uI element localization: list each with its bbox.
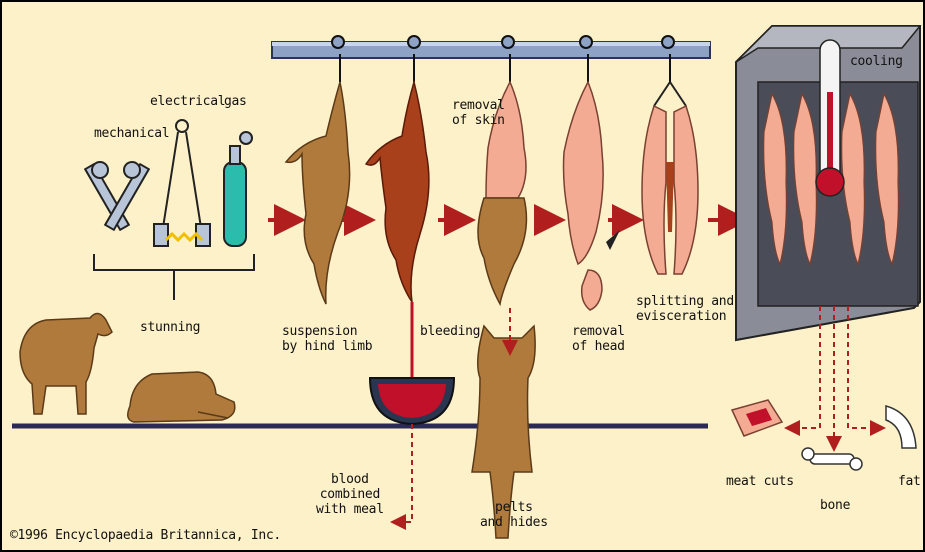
label-removal-of-head: removal of head: [572, 324, 625, 354]
label-electrical: electrical: [150, 94, 225, 109]
bone-icon: [802, 448, 862, 470]
label-gas: gas: [224, 94, 247, 109]
label-fat: fat: [898, 474, 921, 489]
stunning-bracket: [94, 254, 254, 300]
thermometer-icon: [816, 40, 844, 196]
bleeding-carcass: [366, 82, 429, 302]
label-bone: bone: [820, 498, 850, 513]
label-bleeding: bleeding: [420, 324, 480, 339]
cooling-chamber: [736, 26, 920, 340]
label-removal-of-skin: removal of skin: [452, 98, 505, 128]
head-removal-carcass: [564, 82, 621, 310]
removed-head: [582, 270, 602, 310]
label-splitting: splitting and evisceration: [636, 294, 734, 324]
blood-basin: [370, 378, 454, 424]
label-cooling: cooling: [850, 54, 903, 69]
standing-cow: [20, 313, 112, 414]
fat-icon: [886, 406, 916, 448]
split-carcass: [642, 82, 698, 274]
label-suspension: suspension by hind limb: [282, 324, 372, 354]
stunned-cow: [128, 372, 235, 422]
suspended-carcass: [286, 82, 350, 304]
mechanical-stunner-icon: [85, 162, 149, 230]
label-meat-cuts: meat cuts: [726, 474, 794, 489]
label-pelts: pelts and hides: [480, 500, 548, 530]
copyright-notice: ©1996 Encyclopaedia Britannica, Inc.: [10, 528, 281, 543]
meat-cut-icon: [732, 400, 782, 436]
label-blood: blood combined with meal: [316, 472, 384, 517]
gas-cylinder-icon: [224, 132, 252, 246]
label-mechanical: mechanical: [94, 126, 169, 141]
label-stunning: stunning: [140, 320, 200, 335]
